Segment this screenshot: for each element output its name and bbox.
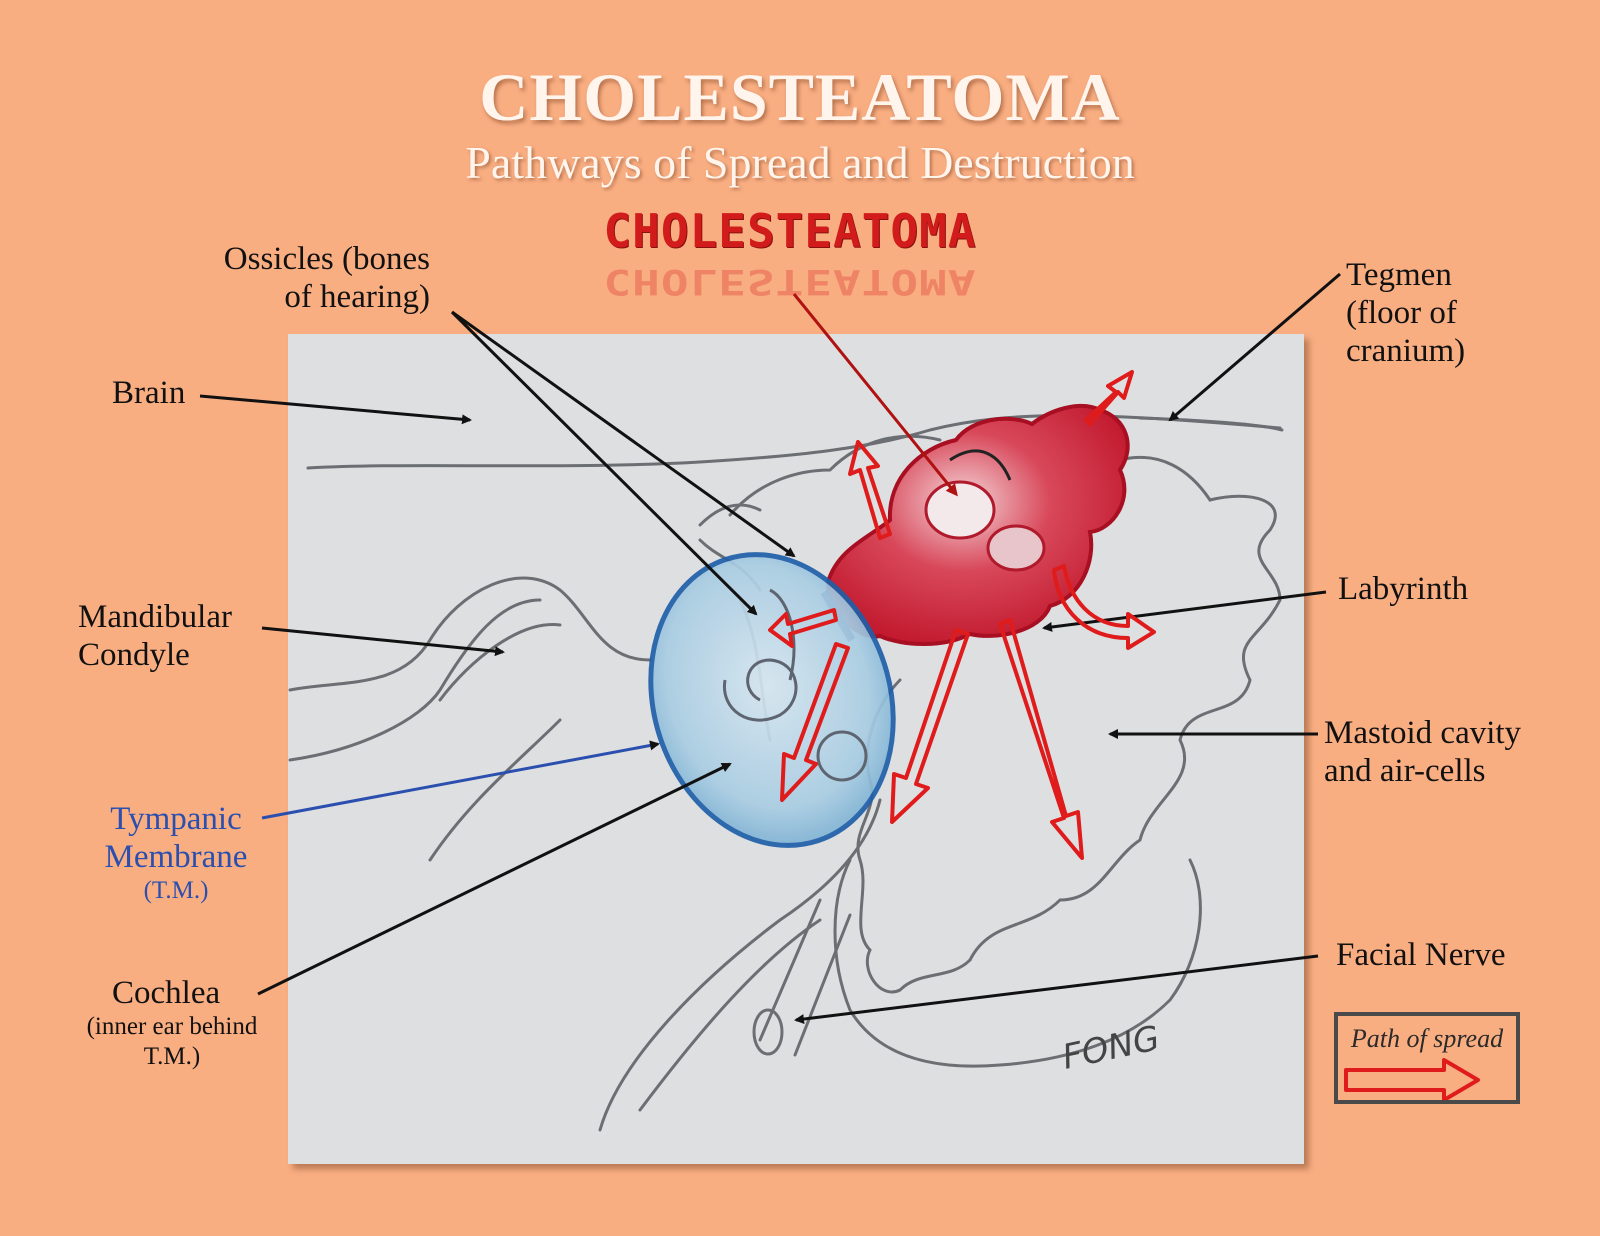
leader-lines xyxy=(199,272,1341,1024)
page-title: CHOLESTEATOMA xyxy=(479,59,1121,135)
label-labyrinth: Labyrinth xyxy=(1338,571,1469,607)
label-cochlea-sub1: (inner ear behind xyxy=(86,1013,258,1040)
label-cochlea: Cochlea xyxy=(112,975,221,1011)
label-mandibular-condyle: Mandibular Condyle xyxy=(78,598,232,674)
label-tegmen: Tegmen (floor of cranium) xyxy=(1346,256,1465,370)
label-facial-nerve: Facial Nerve xyxy=(1336,937,1506,973)
spread-arrows xyxy=(768,370,1156,860)
page-subtitle: Pathways of Spread and Destruction xyxy=(465,137,1135,188)
cholesteatoma-pointer xyxy=(792,293,958,497)
label-cochlea-sub2: T.M.) xyxy=(143,1043,201,1070)
label-ossicles: Ossicles (bones of hearing) xyxy=(204,240,430,316)
label-mandibular-line2: Condyle xyxy=(78,637,190,673)
legend-box: Path of spread xyxy=(1334,1012,1520,1104)
legend-label: Path of spread xyxy=(1350,1024,1504,1053)
label-tegmen-line3: cranium) xyxy=(1346,333,1466,369)
label-ossicles-line1: Ossicles (bones xyxy=(223,241,430,277)
label-ossicles-line2: of hearing) xyxy=(284,279,430,315)
label-mastoid-line1: Mastoid cavity xyxy=(1324,715,1522,751)
label-mastoid-line2: and air-cells xyxy=(1324,753,1486,789)
cholesteatoma-mass xyxy=(820,404,1130,646)
label-tympanic-line2: Membrane xyxy=(104,839,248,875)
label-cochlea-sub: (inner ear behind T.M.) xyxy=(72,1012,272,1072)
legend-arrow xyxy=(1344,1058,1480,1102)
label-mastoid: Mastoid cavity and air-cells xyxy=(1324,714,1521,790)
label-tympanic-membrane: Tympanic Membrane (T.M.) xyxy=(92,800,260,906)
label-tympanic-abbr: (T.M.) xyxy=(143,877,209,904)
label-tegmen-line2: (floor of xyxy=(1346,295,1457,331)
label-tegmen-line1: Tegmen xyxy=(1346,257,1452,293)
label-mandibular-line1: Mandibular xyxy=(78,599,232,635)
label-tympanic-line1: Tympanic xyxy=(110,801,242,837)
label-brain: Brain xyxy=(112,375,186,411)
cholesteatoma-word: CHOLESTEATOMA xyxy=(603,204,977,258)
